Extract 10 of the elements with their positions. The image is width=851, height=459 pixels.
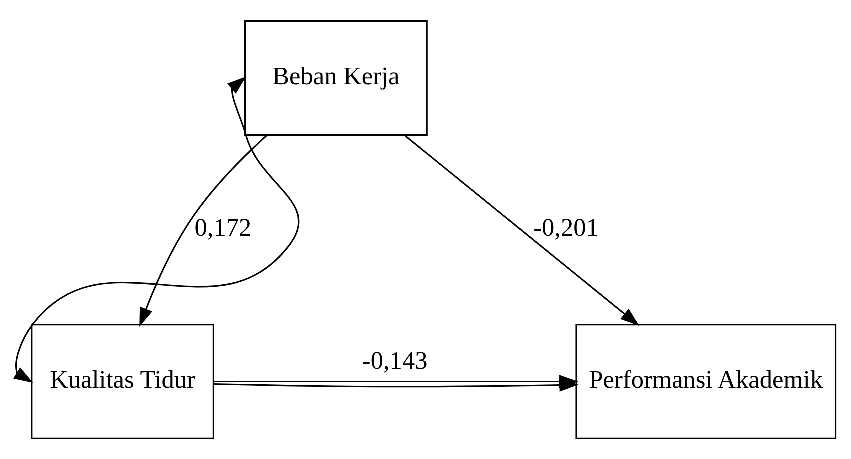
node-box: Kualitas Tidur (31, 324, 214, 439)
arrow (404, 134, 640, 326)
node-box: Performansi Akademik (576, 324, 837, 439)
arrow (214, 374, 579, 388)
arrow (13, 76, 300, 383)
edge-label: -0,201 (534, 214, 599, 242)
edge-label: -0,143 (362, 346, 428, 374)
node-box: Beban Kerja (244, 20, 428, 136)
edge-label: 0,172 (194, 214, 252, 242)
arrow (140, 134, 268, 327)
